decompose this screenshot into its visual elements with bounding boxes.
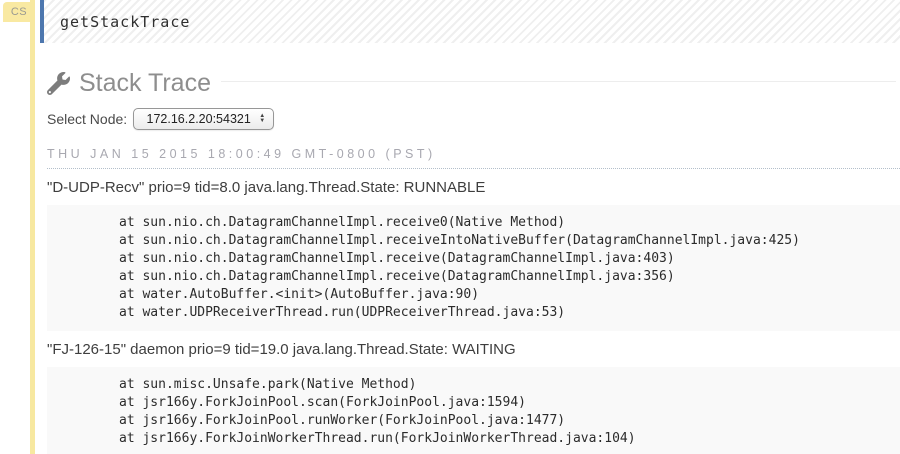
stack-frame-line: at jsr166y.ForkJoinWorkerThread.run(Fork… bbox=[119, 431, 636, 446]
request-header-bar: getStackTrace bbox=[40, 0, 900, 43]
stack-frames: at sun.misc.Unsafe.park(Native Method) at… bbox=[47, 367, 900, 454]
stack-frame-line: at sun.misc.Unsafe.park(Native Method) bbox=[119, 377, 417, 392]
request-title: getStackTrace bbox=[60, 12, 191, 31]
thread-list: "D-UDP-Recv" prio=9 tid=8.0 java.lang.Th… bbox=[47, 179, 900, 454]
page-heading: Stack Trace bbox=[46, 68, 900, 98]
stack-frame-line: at sun.nio.ch.DatagramChannelImpl.receiv… bbox=[119, 215, 566, 230]
select-node-label: Select Node: bbox=[47, 111, 128, 127]
thread-section: "D-UDP-Recv" prio=9 tid=8.0 java.lang.Th… bbox=[47, 179, 900, 331]
main-content: Stack Trace Select Node: 172.16.2.20:543… bbox=[35, 43, 900, 454]
stack-frame-line: at water.AutoBuffer.<init>(AutoBuffer.ja… bbox=[119, 287, 480, 302]
select-node-row: Select Node: 172.16.2.20:54321 bbox=[47, 108, 900, 130]
node-select-value: 172.16.2.20:54321 bbox=[146, 112, 251, 126]
heading-rule bbox=[221, 80, 896, 82]
stack-frame-line: at sun.nio.ch.DatagramChannelImpl.receiv… bbox=[119, 269, 675, 284]
stack-frame-line: at sun.nio.ch.DatagramChannelImpl.receiv… bbox=[119, 251, 675, 266]
page-title: Stack Trace bbox=[79, 68, 211, 97]
stack-frame-line: at jsr166y.ForkJoinPool.runWorker(ForkJo… bbox=[119, 413, 566, 428]
stack-trace-timestamp: THU JAN 15 2015 18:00:49 GMT-0800 (PST) bbox=[47, 147, 900, 169]
node-select[interactable]: 172.16.2.20:54321 bbox=[133, 108, 275, 130]
stack-frame-line: at jsr166y.ForkJoinPool.scan(ForkJoinPoo… bbox=[119, 395, 526, 410]
stack-frames: at sun.nio.ch.DatagramChannelImpl.receiv… bbox=[47, 205, 900, 331]
thread-section: "FJ-126-15" daemon prio=9 tid=19.0 java.… bbox=[47, 341, 900, 454]
cs-tab-badge[interactable]: CS bbox=[3, 2, 35, 22]
wrench-icon bbox=[46, 71, 70, 95]
stack-frame-line: at sun.nio.ch.DatagramChannelImpl.receiv… bbox=[119, 233, 800, 248]
left-accent-rail bbox=[30, 0, 35, 454]
thread-heading: "FJ-126-15" daemon prio=9 tid=19.0 java.… bbox=[47, 341, 516, 358]
stack-frame-line: at water.UDPReceiverThread.run(UDPReceiv… bbox=[119, 305, 566, 320]
thread-heading: "D-UDP-Recv" prio=9 tid=8.0 java.lang.Th… bbox=[47, 179, 486, 196]
updown-arrows-icon bbox=[259, 114, 265, 124]
